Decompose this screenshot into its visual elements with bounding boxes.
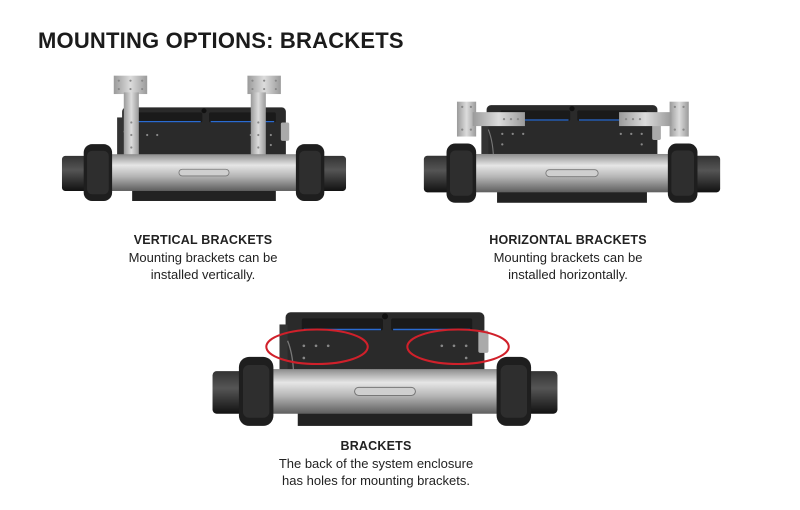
caption-heading: VERTICAL BRACKETS xyxy=(133,233,273,247)
caption-horizontal: HORIZONTAL BRACKETS Mounting brackets ca… xyxy=(448,232,688,283)
caption-text: installed vertically. xyxy=(150,267,256,282)
heater-horizontal-brackets-image xyxy=(423,101,721,203)
caption-text: Mounting brackets can be xyxy=(493,250,643,265)
caption-heading: BRACKETS xyxy=(340,439,412,453)
caption-text: installed horizontally. xyxy=(508,267,628,282)
caption-heading: HORIZONTAL BRACKETS xyxy=(489,233,647,247)
caption-text: The back of the system enclosure xyxy=(278,456,474,471)
heater-bracket-holes-image xyxy=(212,312,558,426)
heater-vertical-brackets-image xyxy=(61,75,347,201)
highlight-circles xyxy=(265,328,510,366)
caption-text: has holes for mounting brackets. xyxy=(282,473,470,488)
caption-text: Mounting brackets can be xyxy=(128,250,278,265)
heater-pipe xyxy=(212,356,558,426)
page-title: MOUNTING OPTIONS: BRACKETS xyxy=(38,28,404,53)
caption-vertical: VERTICAL BRACKETS Mounting brackets can … xyxy=(83,232,323,283)
heater-pipe xyxy=(423,143,721,203)
heater-pipe xyxy=(61,144,347,201)
horizontal-brackets xyxy=(456,101,689,137)
caption-holes: BRACKETS The back of the system enclosur… xyxy=(236,438,516,489)
vertical-brackets xyxy=(113,75,281,168)
